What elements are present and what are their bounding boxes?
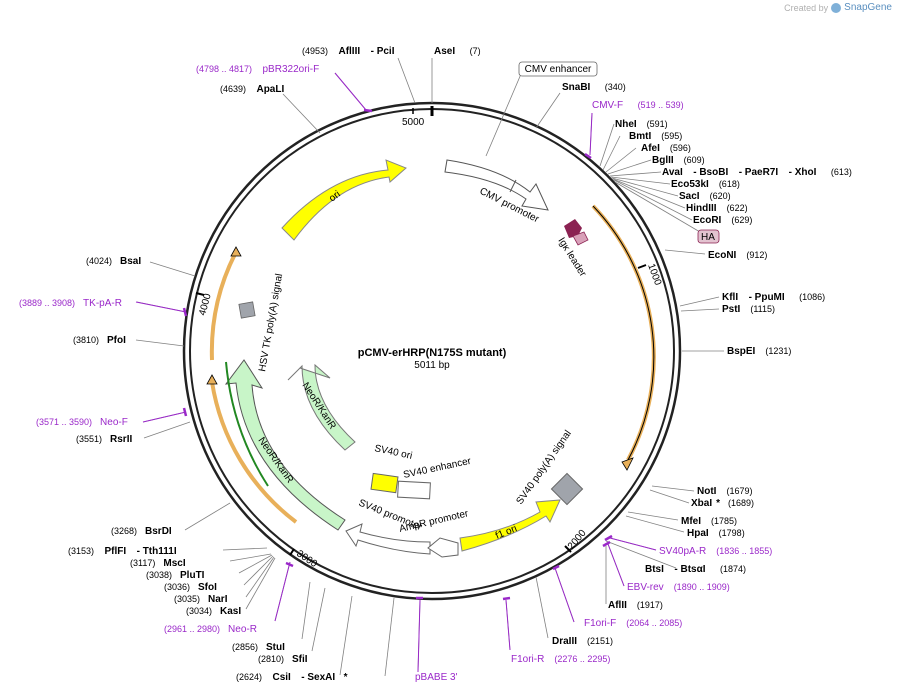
site-btsi: BtsI - BtsαI (1874)	[645, 559, 746, 576]
tick-label-1000: 1000	[645, 262, 663, 287]
site-csii-sexai: (2624) CsiI - SexAI *	[236, 667, 348, 684]
site-stui: (2856)StuI	[232, 642, 285, 653]
tick-label-4000: 4000	[197, 292, 213, 317]
credit-brand: SnapGene	[844, 2, 892, 13]
tick-label-2000: 2000	[566, 527, 589, 551]
orf-outlines	[206, 204, 656, 524]
ha-label: HA	[701, 232, 715, 243]
ha-tag-arrow	[572, 231, 589, 246]
site-sfoi: (3036)SfoI	[164, 582, 217, 593]
primer-pbabe: pBABE 3'	[415, 672, 458, 683]
primer-lines	[135, 72, 657, 673]
plasmid-length: 5011 bp	[414, 360, 450, 371]
site-draiii: DraIII(2151)	[552, 636, 613, 647]
sv40-promoter-arrow	[345, 523, 431, 555]
neo-inner-arrow	[287, 363, 356, 451]
neo-outer-arrow	[224, 359, 346, 531]
primer-pbr322: (4798 .. 4817) pBR322ori-F	[196, 59, 319, 76]
ampr-promoter-arrow	[427, 537, 459, 558]
neo-orf-outline	[210, 381, 298, 524]
f1-ori-arrow	[459, 499, 561, 552]
sv40-polya-box	[550, 472, 584, 506]
cmv-enhancer-callout: CMV enhancer	[518, 61, 598, 77]
hrp-orf-line	[592, 205, 655, 461]
tick-label-5000: 5000	[402, 117, 425, 128]
hsv-tk-polya-label: HSV TK poly(A) signal	[257, 273, 285, 373]
cmv-enhancer-label: CMV enhancer	[525, 64, 592, 75]
site-ecori: EcoRI(629)	[693, 215, 752, 226]
site-afei: AfeI(596)	[641, 143, 691, 154]
neo-outer-label: NeoR/KanR	[256, 435, 296, 485]
tick-4000	[195, 292, 205, 296]
snapgene-credit: Created by SnapGene	[784, 2, 892, 13]
sv40-ori-box	[370, 472, 399, 494]
ha-callout: HA	[697, 229, 720, 244]
site-bsai: (4024)BsaI	[86, 256, 141, 267]
site-rsrii: (3551)RsrII	[76, 434, 132, 445]
site-msci: (3117)MscI	[130, 558, 186, 569]
neo-outer-orf-line	[225, 361, 269, 487]
primer-sv40par: SV40pA-R(1836 .. 1855)	[659, 546, 772, 557]
primer-cmvf: CMV-F (519 .. 539)	[592, 95, 684, 112]
site-psti: PstI(1115)	[722, 304, 775, 315]
f1-ori-label: f1 ori	[494, 523, 519, 542]
site-xbai: XbaI*(1689)	[691, 498, 754, 509]
site-eco53ki: Eco53kI(618)	[671, 179, 740, 190]
hrp-orf-outline	[591, 204, 656, 461]
tick-label-3000: 3000	[294, 548, 319, 570]
ampr-promoter-label: AmpR promoter	[398, 508, 470, 535]
site-apali: (4639) ApaLI	[220, 79, 284, 96]
tick-3000	[289, 548, 295, 556]
tick-2000	[564, 545, 572, 553]
primer-ebvrev: EBV-rev(1890 .. 1909)	[627, 582, 730, 593]
ori-label: ori	[327, 189, 343, 204]
site-sfii: (2810)SfiI	[258, 654, 308, 665]
primer-tkpa: (3889 .. 3908)TK-pA-R	[19, 298, 122, 309]
sv40-enhancer-label: SV40 enhancer	[402, 456, 472, 481]
igk-leader-arrow	[564, 219, 582, 238]
primer-f1orir: F1ori-R(2276 .. 2295)	[511, 654, 610, 665]
site-asei: AseI (7)	[434, 41, 481, 58]
sv40-enhancer-box	[397, 480, 431, 500]
site-hpai: HpaI(1798)	[687, 528, 745, 539]
neo-orf-arrowhead	[206, 374, 218, 385]
site-avai-group: AvaI - BsoBI - PaeR7I - XhoI (613)	[662, 162, 852, 179]
primer-neor: (2961 .. 2980)Neo-R	[164, 624, 257, 635]
site-afliii-pcii: (4953) AflIII - PciI	[302, 41, 395, 58]
credit-prefix: Created by	[784, 2, 829, 13]
site-bsrdi: (3268)BsrDI	[111, 526, 172, 537]
primer-ticks	[182, 108, 613, 601]
primer-f1orif: F1ori-F(2064 .. 2085)	[584, 618, 682, 629]
site-mfei: MfeI(1785)	[681, 516, 737, 527]
site-nhei: NheI(591)	[615, 119, 668, 130]
hrp-orf-arrowhead	[621, 457, 634, 471]
cmv-promoter-arrow	[444, 159, 549, 211]
site-econi: EcoNI(912)	[708, 250, 767, 261]
hsv-tk-polya-box	[238, 301, 256, 319]
site-kasi: (3034)KasI	[186, 606, 241, 617]
site-bglii: BglII(609)	[652, 155, 705, 166]
site-kfli-ppumi: KflI - PpuMI (1086)	[722, 287, 825, 304]
site-noti: NotI(1679)	[697, 486, 752, 497]
site-pluti: (3038)PluTI	[146, 570, 205, 581]
sv40-ori-label: SV40 ori	[373, 443, 413, 462]
site-pflfi-tth111i: (3153) PflFI - Tth111I	[68, 541, 177, 558]
primer-neof: (3571 .. 3590)Neo-F	[36, 417, 128, 428]
site-snabi: SnaBI (340)	[562, 77, 626, 94]
plasmid-title: pCMV-erHRP(N175S mutant)	[358, 347, 507, 359]
ori-arrow	[281, 159, 407, 241]
site-nari: (3035)NarI	[174, 594, 228, 605]
site-aflii: AflII(1917)	[608, 600, 663, 611]
site-bmti: BmtI(595)	[629, 131, 682, 142]
site-hindiii: HindIII(622)	[686, 203, 748, 214]
site-pfoi: (3810)PfoI	[73, 335, 126, 346]
tk-orf-arrowhead	[230, 246, 242, 257]
site-bspei: BspEI(1231)	[727, 346, 791, 357]
tk-orf-outline	[209, 251, 238, 361]
snapgene-logo-icon	[831, 2, 842, 13]
tick-1000	[637, 264, 647, 269]
cmv-segment-divider	[509, 179, 517, 193]
site-saci: SacI(620)	[679, 191, 731, 202]
